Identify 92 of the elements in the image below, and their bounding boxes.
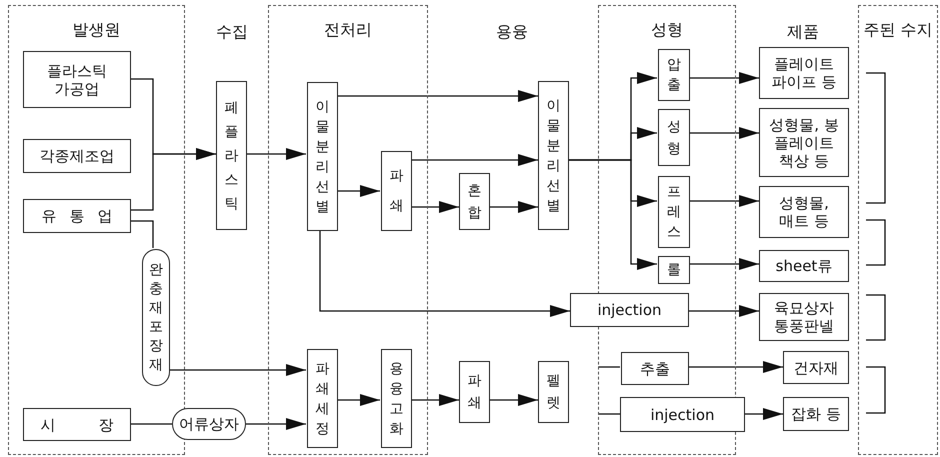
process-box (538, 361, 569, 423)
process-box (620, 397, 745, 432)
arrow (689, 195, 759, 207)
process-box (570, 293, 689, 327)
process-box (783, 397, 849, 431)
process-label: 플레이트 파이프 등 (770, 55, 838, 91)
process-label: 어류상자 (179, 415, 239, 433)
process-label: 유 통 업 (42, 207, 112, 225)
arrow (130, 148, 216, 211)
stage-title: 발생원 (72, 20, 122, 41)
process-label: sheet류 (776, 257, 832, 275)
rounded-box (172, 408, 246, 440)
process-box (307, 82, 338, 231)
process-box (459, 361, 490, 423)
process-box (658, 49, 690, 101)
process-label: 각종제조업 (40, 147, 114, 165)
arrow (337, 90, 538, 102)
process-box (538, 81, 569, 230)
process-box (783, 351, 849, 384)
arrow (319, 230, 570, 317)
stage-band (858, 5, 938, 455)
process-label: 잡화 등 (791, 405, 841, 423)
process-box (759, 47, 849, 99)
process-box (658, 176, 690, 248)
process-label: 건자재 (794, 358, 838, 376)
process-label: 육묘상자 통풍판넬 (773, 299, 835, 335)
process-label: 압출 (666, 56, 682, 95)
process-box (459, 173, 490, 230)
arrow (689, 72, 759, 84)
process-label: 이물분리선별 (315, 98, 330, 216)
process-label: 완충재포장재 (148, 260, 164, 374)
process-box (658, 256, 690, 284)
arrow (247, 148, 306, 160)
arrow (689, 258, 759, 270)
connector-line (598, 366, 620, 368)
process-label: 추출 (640, 360, 670, 378)
process-box (759, 250, 849, 282)
arrow (169, 364, 306, 376)
stage-title: 성형 (650, 20, 684, 41)
arrow (688, 361, 783, 373)
process-box (216, 81, 247, 230)
process-label: 폐플라스틱 (224, 98, 239, 214)
column-heading: 수집 (216, 22, 248, 43)
connector-line (130, 220, 154, 248)
process-label: injection (650, 406, 715, 424)
connector-line (598, 413, 620, 415)
process-box (759, 186, 849, 238)
process-label: 펠렛 (546, 372, 561, 413)
process-box (381, 349, 412, 448)
process-label: 성형 (666, 118, 682, 158)
stage-title: 전처리 (323, 20, 373, 41)
arrow (745, 408, 783, 420)
process-label: 성형물, 매트 등 (778, 194, 830, 230)
process-box (23, 139, 131, 173)
process-box (23, 199, 131, 233)
arrow (490, 394, 538, 406)
stage-title: 주된 수지 (862, 20, 934, 41)
process-box (23, 51, 131, 108)
process-label: 이물분리선별 (546, 96, 561, 216)
process-box (381, 151, 412, 231)
process-label: 혼합 (467, 182, 482, 222)
process-box (759, 293, 849, 341)
connector-line (130, 423, 172, 425)
process-label: injection (597, 301, 662, 319)
column-heading: 제품 (787, 22, 819, 43)
rounded-box (142, 249, 170, 386)
process-label: 파쇄세정 (315, 360, 330, 438)
process-label: 프레스 (666, 183, 682, 242)
arrow (689, 127, 759, 139)
process-box (759, 108, 849, 177)
process-label: 롤 (666, 261, 682, 279)
column-heading: 용융 (496, 22, 528, 43)
arrow (411, 394, 459, 406)
process-label: 파쇄 (389, 167, 404, 216)
arrow (689, 305, 759, 317)
arrow (411, 201, 459, 213)
process-label: 플라스틱 가공업 (46, 62, 108, 98)
process-label: 시 장 (40, 416, 114, 434)
process-box (307, 349, 338, 448)
arrow (490, 201, 538, 213)
arrow (569, 159, 657, 270)
process-box (658, 109, 690, 166)
process-label: 파쇄 (467, 372, 482, 413)
process-box (23, 408, 131, 441)
process-label: 성형물, 봉 플레이트 책상 등 (768, 116, 840, 170)
process-box (621, 352, 689, 385)
process-label: 용융고화 (389, 360, 404, 438)
arrow (246, 418, 306, 430)
stage-band (268, 5, 428, 455)
arrow (337, 185, 380, 197)
arrow (411, 154, 538, 166)
arrow (337, 394, 380, 406)
